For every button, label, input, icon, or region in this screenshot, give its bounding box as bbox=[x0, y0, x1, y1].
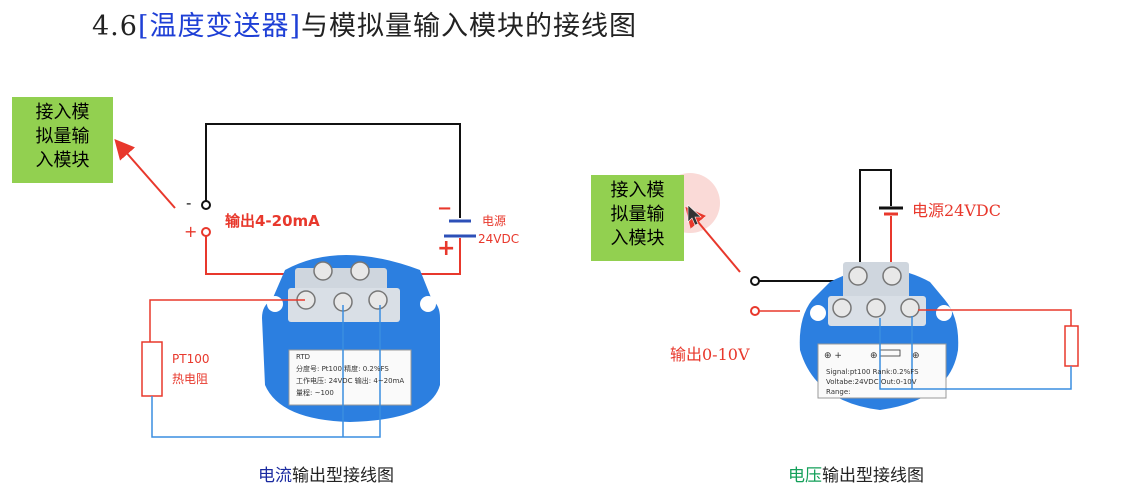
right-power-label: 电源24VDC bbox=[912, 201, 1001, 220]
svg-text:⊕: ⊕ bbox=[870, 351, 878, 361]
left-sensor-type: 热电阻 bbox=[172, 372, 209, 386]
left-device-row1: 分度号: Pt100 精度: 0.2%FS bbox=[296, 365, 389, 373]
right-caption-rest: 输出型接线图 bbox=[822, 466, 924, 486]
right-module-line1: 接入模 bbox=[610, 180, 665, 201]
right-transmitter-device: ⊕ + ⊕ ⊕ bbox=[799, 262, 959, 410]
left-device-row0: RTD bbox=[296, 353, 311, 361]
mouse-cursor-icon bbox=[687, 204, 702, 226]
left-output-label: 输出4-20mA bbox=[225, 212, 320, 230]
left-sensor-red-wire bbox=[149, 299, 305, 342]
title-number: 4.6 bbox=[92, 11, 138, 42]
svg-text:⊕: ⊕ bbox=[912, 351, 920, 361]
right-red-terminal bbox=[750, 306, 760, 316]
left-plus-label: + bbox=[184, 222, 198, 241]
left-transmitter-device bbox=[262, 255, 440, 422]
right-device-row3: Range: bbox=[826, 388, 851, 396]
left-battery-plus-label: + bbox=[437, 236, 456, 261]
page-title: 4.6[温度变送器]与模拟量输入模块的接线图 bbox=[92, 4, 637, 43]
svg-text:⊕ +: ⊕ + bbox=[824, 351, 842, 361]
left-module-line1: 接入模 bbox=[35, 102, 90, 123]
right-caption: 电压输出型接线图 bbox=[788, 461, 924, 486]
right-sensor-blue-wire bbox=[879, 318, 1072, 390]
title-highlight: [温度变送器] bbox=[137, 11, 302, 42]
left-black-wire bbox=[205, 123, 461, 218]
title-rest: 与模拟量输入模块的接线图 bbox=[301, 11, 638, 42]
right-module-box: 接入模 拟量输 入模块 bbox=[591, 175, 684, 261]
left-module-box: 接入模 拟量输 入模块 bbox=[12, 97, 113, 183]
right-power-black-wire bbox=[859, 169, 892, 270]
left-battery-minus-label: − bbox=[437, 198, 453, 219]
right-device-row2: Voltabe:24VDC Out:0-10V bbox=[826, 378, 917, 386]
right-output-label: 输出0-10V bbox=[670, 345, 750, 364]
left-plus-terminal bbox=[201, 227, 211, 237]
right-module-line2: 拟量输 bbox=[610, 204, 665, 225]
left-module-line3: 入模块 bbox=[35, 150, 90, 171]
left-sensor-name: PT100 bbox=[172, 352, 210, 366]
right-caption-highlight: 电压 bbox=[788, 466, 822, 486]
right-sensor-red-wire bbox=[918, 309, 1072, 326]
left-minus-terminal bbox=[201, 200, 211, 210]
right-resistor bbox=[1064, 325, 1079, 367]
right-module-line3: 入模块 bbox=[610, 228, 665, 249]
left-minus-label: - bbox=[186, 194, 192, 212]
left-power-voltage: 24VDC bbox=[478, 232, 520, 246]
left-sensor-blue-wire bbox=[151, 305, 381, 438]
left-caption: 电流输出型接线图 bbox=[258, 461, 394, 486]
left-power-label: 电源 bbox=[482, 214, 507, 228]
left-device-row2: 工作电压: 24VDC 输出: 4~20mA bbox=[296, 377, 405, 385]
left-device-row3: 量程: ~100 bbox=[296, 389, 334, 397]
right-device-row1: Signal:pt100 Rank:0.2%FS bbox=[826, 368, 919, 376]
left-arrow bbox=[114, 138, 176, 209]
left-caption-highlight: 电流 bbox=[258, 466, 292, 486]
left-module-line2: 拟量输 bbox=[35, 126, 90, 147]
left-caption-rest: 输出型接线图 bbox=[292, 466, 394, 486]
left-pt100-resistor bbox=[141, 341, 163, 397]
right-black-terminal bbox=[750, 276, 760, 286]
